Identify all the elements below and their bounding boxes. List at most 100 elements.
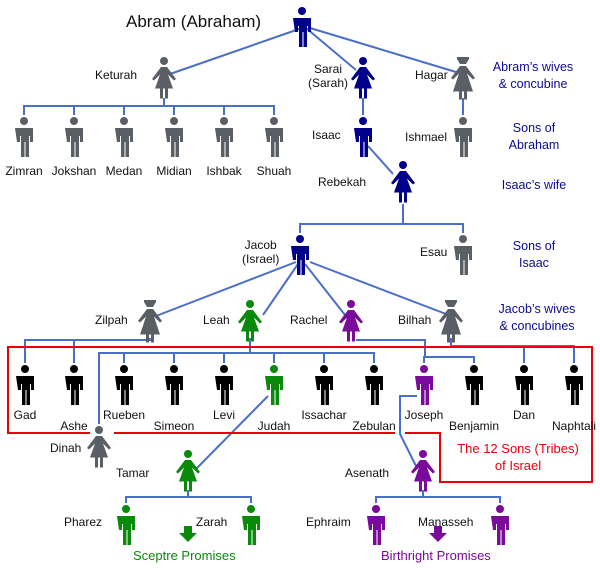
label-tamar: Tamar: [116, 466, 150, 480]
label-leah: Leah: [203, 313, 230, 327]
label-jokshan: Jokshan: [51, 164, 97, 178]
line-rachel-sons: [423, 356, 475, 363]
figures: [15, 7, 583, 545]
label-judah: Judah: [257, 419, 291, 433]
label-ishmael: Ishmael: [405, 130, 448, 144]
label-asenath: Asenath: [345, 466, 390, 480]
concubine-person-icon: [451, 57, 475, 100]
label-rachel: Rachel: [290, 313, 328, 327]
male-person-icon: [16, 365, 34, 405]
line-jacob-leah: [262, 263, 299, 316]
male-person-icon: [454, 117, 472, 157]
figure-ephraim: [367, 505, 385, 545]
label-simeon: Simeon: [153, 419, 195, 433]
figure-jacob: [291, 235, 309, 275]
figure-zebulan: [365, 365, 383, 405]
concubine-person-icon: [138, 300, 162, 343]
figure-levi: [215, 365, 233, 405]
line-bilhah-sons: [450, 338, 575, 363]
figure-ashe: [65, 365, 83, 405]
concubine-person-icon: [439, 300, 463, 343]
figure-dinah: [87, 426, 111, 468]
note-sons-of-isaac: Sons of Isaac: [512, 239, 556, 270]
note-isaac-wife: Isaac’s wife: [501, 178, 567, 192]
label-ashe: Ashe: [60, 419, 88, 433]
line-asenath-sons: [375, 496, 501, 503]
line-jacob-rachel: [304, 263, 346, 316]
male-person-icon: [291, 235, 309, 275]
line-leah-sons: [98, 352, 375, 424]
figure-shuah: [265, 117, 283, 157]
label-issachar: Issachar: [301, 408, 347, 422]
line-rachel-down: [356, 339, 426, 357]
male-person-icon: [215, 117, 233, 157]
figure-ishmael: [454, 117, 472, 157]
female-person-icon: [176, 450, 200, 492]
male-person-icon: [367, 505, 385, 545]
line-abram-keturah: [169, 27, 303, 75]
female-person-icon: [152, 57, 176, 99]
figure-pharez: [117, 505, 135, 545]
promise-arrows: [179, 526, 447, 542]
male-person-icon: [491, 505, 509, 545]
male-person-icon: [293, 7, 311, 47]
male-person-icon: [415, 365, 433, 405]
male-person-icon: [354, 117, 372, 157]
label-zebulan: Zebulan: [352, 419, 396, 433]
figure-gad: [16, 365, 34, 405]
label-keturah: Keturah: [95, 68, 138, 82]
figure-zimran: [15, 117, 33, 157]
female-person-icon: [411, 450, 435, 492]
figure-asenath: [411, 450, 435, 492]
label-shuah: Shuah: [256, 164, 292, 178]
figure-tamar: [176, 450, 200, 492]
label-naphtali: Naphtali: [551, 419, 597, 433]
figure-rueben: [115, 365, 133, 405]
figure-dan: [515, 365, 533, 405]
line-isaac-rebekah: [367, 145, 394, 175]
diagram-title: Abram (Abraham): [126, 12, 262, 31]
birthright-promises-label: Birthright Promises: [381, 548, 491, 563]
label-gad: Gad: [13, 408, 37, 422]
label-manasseh: Manasseh: [418, 515, 474, 529]
label-levi: Levi: [212, 408, 236, 422]
male-person-icon: [117, 505, 135, 545]
figure-zarah: [242, 505, 260, 545]
line-abram-sarai: [305, 27, 357, 71]
figure-issachar: [315, 365, 333, 405]
male-person-icon: [565, 365, 583, 405]
label-dinah: Dinah: [50, 441, 82, 455]
female-person-icon: [339, 300, 363, 342]
figure-benjamin: [465, 365, 483, 405]
line-tamar-sons: [125, 496, 252, 503]
male-person-icon: [465, 365, 483, 405]
note-sons-of-abraham: Sons of Abraham: [508, 121, 560, 152]
female-person-icon: [238, 300, 262, 342]
label-joseph: Joseph: [404, 408, 444, 422]
figure-isaac: [354, 117, 372, 157]
male-person-icon: [242, 505, 260, 545]
label-bilhah: Bilhah: [398, 313, 432, 327]
figure-keturah: [152, 57, 176, 99]
figure-leah: [238, 300, 262, 342]
figure-naphtali: [565, 365, 583, 405]
sceptre-promises-label: Sceptre Promises: [133, 548, 236, 563]
male-person-icon: [65, 365, 83, 405]
label-benjamin: Benjamin: [448, 419, 500, 433]
female-person-icon: [351, 57, 375, 99]
figure-manasseh: [491, 505, 509, 545]
label-isaac: Isaac: [312, 128, 341, 142]
line-rebekah-sons: [299, 223, 464, 233]
label-pharez: Pharez: [64, 515, 103, 529]
label-zilpah: Zilpah: [95, 313, 128, 327]
figure-abram: [293, 7, 311, 47]
female-person-icon: [391, 161, 415, 203]
female-person-icon: [87, 426, 111, 468]
male-person-icon: [454, 235, 472, 275]
line-keturah-sons: [23, 105, 275, 115]
label-jacob: Jacob (Israel): [242, 238, 280, 266]
male-person-icon: [515, 365, 533, 405]
figure-jokshan: [65, 117, 83, 157]
twelve-tribes-box: [7, 346, 593, 483]
line-joseph-asenath: [399, 395, 417, 467]
